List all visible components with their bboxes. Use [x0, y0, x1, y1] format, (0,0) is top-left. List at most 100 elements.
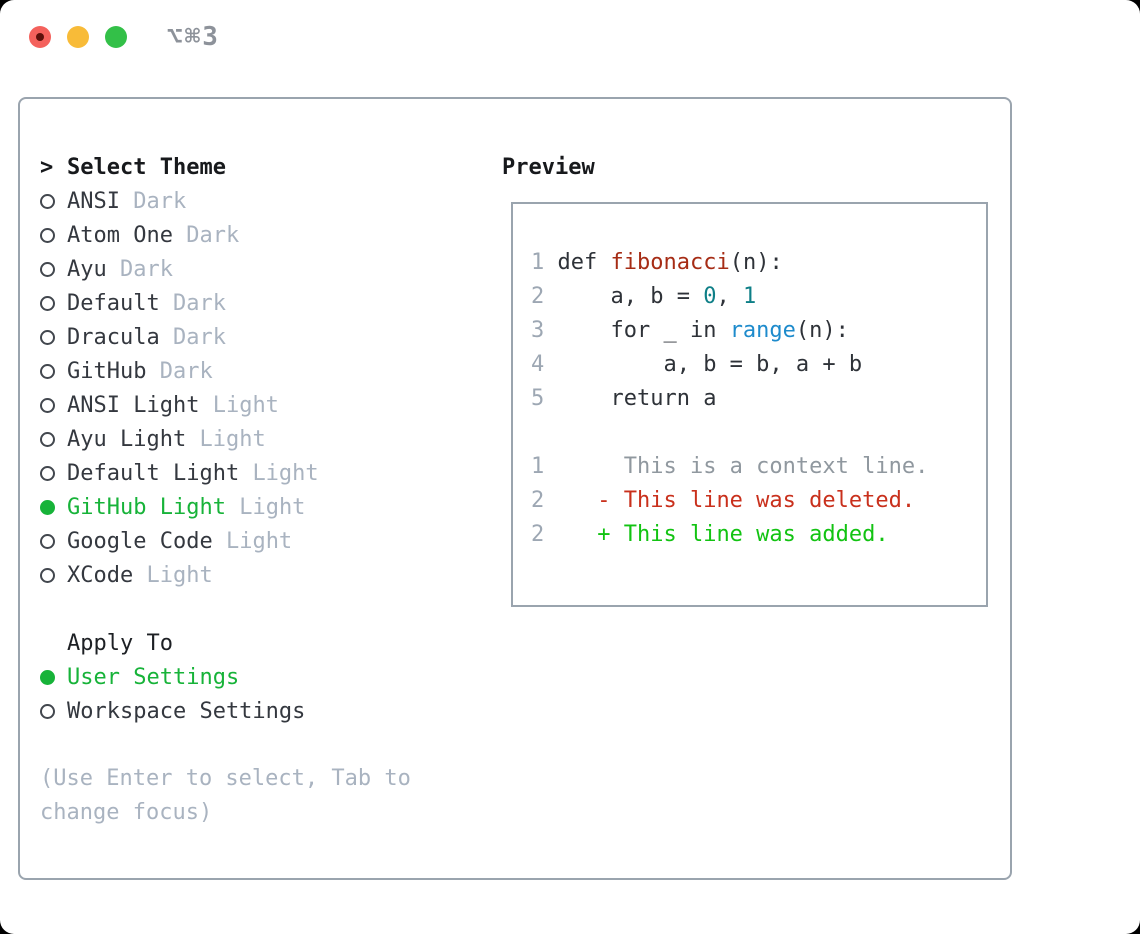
theme-name: ANSI Light [67, 392, 200, 418]
theme-name: Default Light [67, 460, 240, 486]
preview-code-line: 1 This is a context line. [531, 450, 986, 484]
theme-variant: Light [239, 494, 306, 520]
code-segment-c: return a [557, 386, 717, 411]
code-segment-n: 3 [531, 318, 558, 343]
preview-code-line: 2 a, b = 0, 1 [531, 280, 986, 314]
option-ring [40, 295, 55, 311]
theme-variant: Dark [133, 188, 187, 214]
preview-code-line: 2 - This line was deleted. [531, 484, 986, 518]
theme-option-github[interactable]: GitHub Dark [40, 354, 319, 388]
code-segment-f: fibonacci [610, 250, 730, 275]
close-dot-icon [36, 33, 44, 41]
theme-option-ansi[interactable]: ANSI Dark [40, 184, 319, 218]
theme-name: XCode [67, 562, 134, 588]
theme-name: Google Code [67, 528, 213, 554]
code-segment-c: a, b = b, a + b [557, 352, 863, 377]
radio-unselected-icon [40, 227, 67, 243]
preview-code-line: 5 return a [531, 382, 986, 416]
theme-option-label: Dracula Dark [67, 325, 226, 350]
traffic-lights [29, 26, 127, 48]
apply-to-header-label: Apply To [67, 630, 173, 656]
theme-option-atom-one[interactable]: Atom One Dark [40, 218, 319, 252]
theme-variant: Dark [159, 358, 213, 384]
radio-unselected-icon [40, 363, 67, 379]
code-segment-n: 2 [531, 522, 558, 547]
preview-code-line: 2 + This line was added. [531, 518, 986, 552]
option-ring [40, 465, 55, 481]
zoom-button[interactable] [105, 26, 127, 48]
theme-option-dracula[interactable]: Dracula Dark [40, 320, 319, 354]
theme-option-xcode[interactable]: XCode Light [40, 558, 319, 592]
theme-name: Dracula [67, 324, 160, 350]
theme-name: Ayu Light [67, 426, 187, 452]
option-ring [40, 227, 55, 243]
theme-option-github-light[interactable]: GitHub Light Light [40, 490, 319, 524]
apply-option-label: Workspace Settings [67, 699, 305, 724]
code-segment-c: for _ in [557, 318, 730, 343]
theme-option-label: Default Light Light [67, 461, 319, 486]
radio-selected-icon [40, 669, 67, 685]
preview-code-line: 3 for _ in range(n): [531, 314, 986, 348]
code-segment-d: - This line was deleted. [557, 488, 916, 513]
theme-variant: Dark [172, 290, 226, 316]
theme-option-default-light[interactable]: Default Light Light [40, 456, 319, 490]
theme-variant: Dark [186, 222, 240, 248]
theme-option-google-code[interactable]: Google Code Light [40, 524, 319, 558]
theme-option-ayu[interactable]: Ayu Dark [40, 252, 319, 286]
theme-option-label: XCode Light [67, 563, 213, 588]
theme-option-label: Ayu Dark [67, 257, 173, 282]
focus-caret-icon: > [40, 154, 54, 180]
theme-option-ansi-light[interactable]: ANSI Light Light [40, 388, 319, 422]
radio-selected-icon [40, 499, 67, 515]
selected-dot [40, 499, 55, 515]
minimize-button[interactable] [67, 26, 89, 48]
preview-header: Preview [502, 154, 595, 180]
radio-unselected-icon [40, 397, 67, 413]
radio-unselected-icon [40, 431, 67, 447]
code-segment-n: 2 [531, 488, 558, 513]
preview-code-line [531, 416, 986, 450]
code-segment-t: 0 [703, 284, 717, 309]
code-segment-a: + This line was added. [557, 522, 889, 547]
code-segment-c: a, b = [557, 284, 704, 309]
selected-dot [40, 669, 55, 685]
option-ring [40, 533, 55, 549]
theme-option-label: Ayu Light Light [67, 427, 266, 452]
radio-unselected-icon [40, 295, 67, 311]
select-theme-header-label: Select Theme [67, 154, 226, 180]
code-segment-n: 2 [531, 284, 558, 309]
close-button[interactable] [29, 26, 51, 48]
option-ring [40, 703, 55, 719]
apply-option-name: User Settings [67, 664, 240, 690]
select-theme-header: > Select Theme [40, 150, 319, 184]
theme-option-default[interactable]: Default Dark [40, 286, 319, 320]
apply-option-user-settings[interactable]: User Settings [40, 660, 305, 694]
theme-name: Atom One [67, 222, 173, 248]
theme-variant: Light [199, 426, 266, 452]
theme-name: GitHub [67, 358, 147, 384]
option-ring [40, 567, 55, 583]
theme-option-ayu-light[interactable]: Ayu Light Light [40, 422, 319, 456]
preview-code-line: 4 a, b = b, a + b [531, 348, 986, 382]
option-ring [40, 329, 55, 345]
option-ring [40, 261, 55, 277]
code-segment-b: range [729, 318, 796, 343]
theme-name: ANSI [67, 188, 120, 214]
code-segment-n: 1 [531, 250, 558, 275]
theme-option-label: ANSI Light Light [67, 393, 279, 418]
apply-option-label: User Settings [67, 665, 239, 690]
theme-option-label: Atom One Dark [67, 223, 239, 248]
theme-variant: Light [212, 392, 279, 418]
theme-variant: Light [252, 460, 319, 486]
code-segment-x: This is a context line. [557, 454, 929, 479]
theme-option-label: Default Dark [67, 291, 226, 316]
code-segment-n: 1 [531, 454, 558, 479]
theme-option-label: ANSI Dark [67, 189, 186, 214]
apply-option-workspace-settings[interactable]: Workspace Settings [40, 694, 305, 728]
radio-unselected-icon [40, 533, 67, 549]
theme-variant: Light [146, 562, 213, 588]
theme-option-label: Google Code Light [67, 529, 292, 554]
